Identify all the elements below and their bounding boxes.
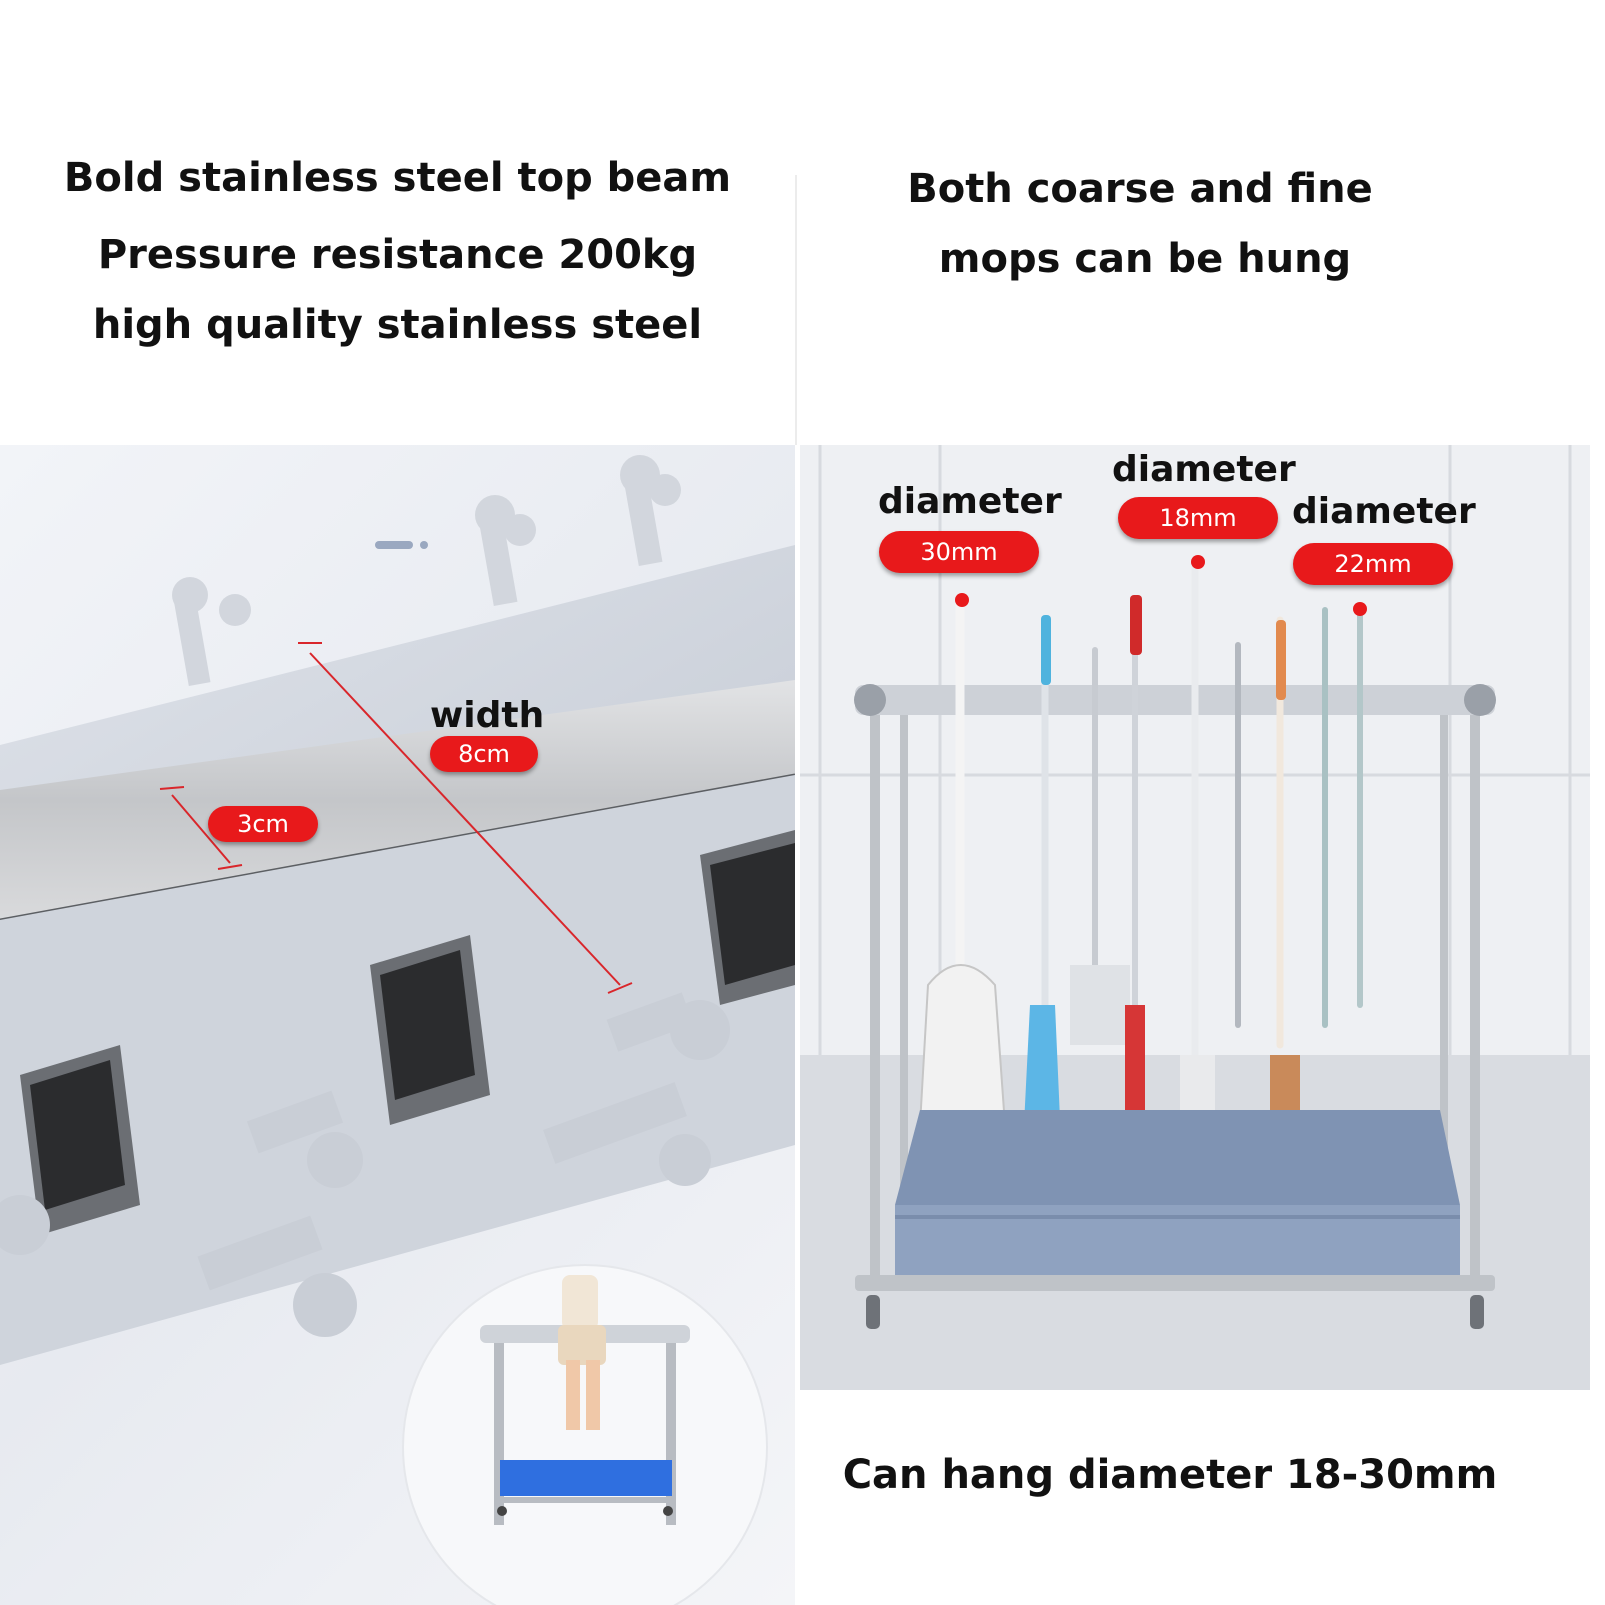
depth-value-badge: 3cm	[208, 806, 318, 842]
rack-frame	[855, 685, 1495, 1291]
rail-closeup-photo: width 8cm 3cm	[0, 445, 795, 1605]
back-hooks	[172, 455, 681, 686]
rack-illustration	[800, 445, 1590, 1390]
diameter-value-badge-30: 30mm	[879, 531, 1039, 573]
width-label: width	[430, 695, 545, 736]
diameter-value-badge-18: 18mm	[1118, 497, 1278, 539]
front-hooks	[0, 992, 730, 1337]
diameter-label-3: diameter	[1292, 491, 1476, 532]
pager-indicator-active	[375, 541, 413, 549]
pager-indicator-dot	[420, 541, 428, 549]
measurement-lines	[159, 642, 633, 994]
measure-dots	[955, 555, 1367, 616]
width-value-badge: 8cm	[430, 736, 538, 772]
right-heading-line-1: Both coarse and fine	[907, 166, 1373, 212]
footer-caption: Can hang diameter 18-30mm	[842, 1452, 1498, 1498]
load-test-inset	[402, 1264, 768, 1605]
water-tray	[895, 1110, 1460, 1205]
diameter-value-badge-22: 22mm	[1293, 543, 1453, 585]
left-heading-line-3: high quality stainless steel	[92, 302, 703, 348]
rack-with-mops-photo: diameter 30mm diameter 18mm diameter 22m…	[800, 445, 1590, 1390]
left-heading-line-1: Bold stainless steel top beam	[63, 155, 732, 201]
diameter-label-1: diameter	[878, 481, 1062, 522]
column-divider	[795, 175, 797, 445]
steel-top-beam	[0, 680, 795, 920]
diameter-label-2: diameter	[1112, 449, 1296, 490]
right-heading-line-2: mops can be hung	[938, 236, 1352, 282]
rail-closeup-illustration	[0, 455, 795, 1605]
left-heading-line-2: Pressure resistance 200kg	[97, 232, 698, 278]
